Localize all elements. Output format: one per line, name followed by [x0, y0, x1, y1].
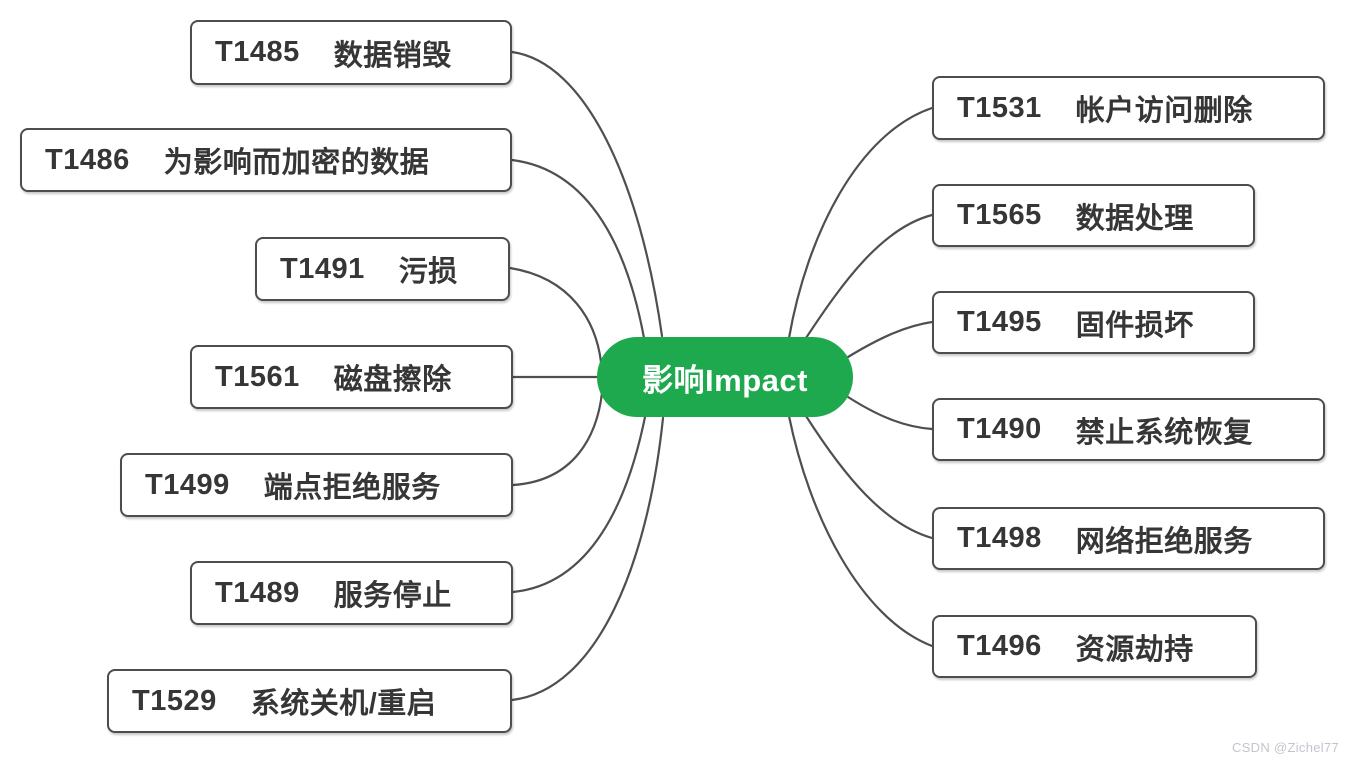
technique-id: T1561	[215, 360, 300, 393]
technique-label: 端点拒绝服务	[263, 472, 441, 504]
node-t1491[interactable]: T1491 污损	[255, 237, 510, 301]
technique-id: T1498	[957, 522, 1042, 554]
connector-t1486	[510, 158, 646, 340]
technique-label: 为影响而加密的数据	[163, 147, 430, 179]
technique-label: 固件损坏	[1075, 309, 1194, 342]
node-t1490[interactable]: T1490 禁止系统恢复	[932, 398, 1325, 461]
connector-t1489	[511, 415, 647, 594]
technique-label: 数据处理	[1075, 202, 1194, 235]
watermark: CSDN @Zichel77	[1232, 740, 1339, 755]
technique-id: T1529	[132, 684, 217, 717]
connector-t1485	[510, 50, 664, 338]
technique-id: T1486	[45, 143, 130, 176]
connector-t1499	[511, 391, 604, 487]
technique-id: T1485	[215, 36, 300, 68]
connector-t1531	[787, 106, 934, 340]
connector-t1496	[787, 414, 934, 648]
central-node-impact[interactable]: 影响Impact	[597, 337, 853, 417]
node-t1486[interactable]: T1486 为影响而加密的数据	[20, 128, 512, 192]
node-t1529[interactable]: T1529 系统关机/重启	[107, 669, 512, 733]
technique-label: 禁止系统恢复	[1075, 416, 1253, 449]
node-t1485[interactable]: T1485 数据销毁	[190, 20, 512, 85]
technique-label: 磁盘擦除	[333, 364, 452, 396]
technique-label: 帐户访问删除	[1075, 95, 1253, 127]
technique-id: T1496	[957, 630, 1042, 662]
connector-t1498	[804, 414, 934, 540]
connector-t1565	[804, 213, 934, 340]
technique-label: 服务停止	[333, 580, 452, 612]
connector-t1490	[846, 395, 934, 431]
technique-id: T1499	[145, 468, 230, 501]
node-t1565[interactable]: T1565 数据处理	[932, 184, 1255, 247]
technique-id: T1489	[215, 576, 300, 609]
node-t1495[interactable]: T1495 固件损坏	[932, 291, 1255, 354]
technique-id: T1531	[957, 91, 1042, 124]
technique-label: 污损	[398, 256, 458, 288]
node-t1496[interactable]: T1496 资源劫持	[932, 615, 1257, 678]
node-t1499[interactable]: T1499 端点拒绝服务	[120, 453, 513, 517]
technique-label: 系统关机/重启	[250, 688, 437, 720]
technique-label: 数据销毁	[333, 39, 452, 72]
technique-id: T1565	[957, 199, 1042, 231]
node-t1498[interactable]: T1498 网络拒绝服务	[932, 507, 1325, 570]
node-t1561[interactable]: T1561 磁盘擦除	[190, 345, 513, 409]
technique-label: 资源劫持	[1075, 633, 1194, 666]
node-t1531[interactable]: T1531 帐户访问删除	[932, 76, 1325, 140]
node-t1489[interactable]: T1489 服务停止	[190, 561, 513, 625]
connector-t1529	[510, 416, 665, 702]
central-node-label: 影响Impact	[642, 362, 808, 398]
technique-label: 网络拒绝服务	[1075, 525, 1253, 558]
technique-id: T1490	[957, 413, 1042, 445]
connector-t1495	[846, 320, 934, 359]
connector-t1491	[508, 266, 603, 364]
technique-id: T1495	[957, 306, 1042, 338]
technique-id: T1491	[280, 252, 365, 285]
